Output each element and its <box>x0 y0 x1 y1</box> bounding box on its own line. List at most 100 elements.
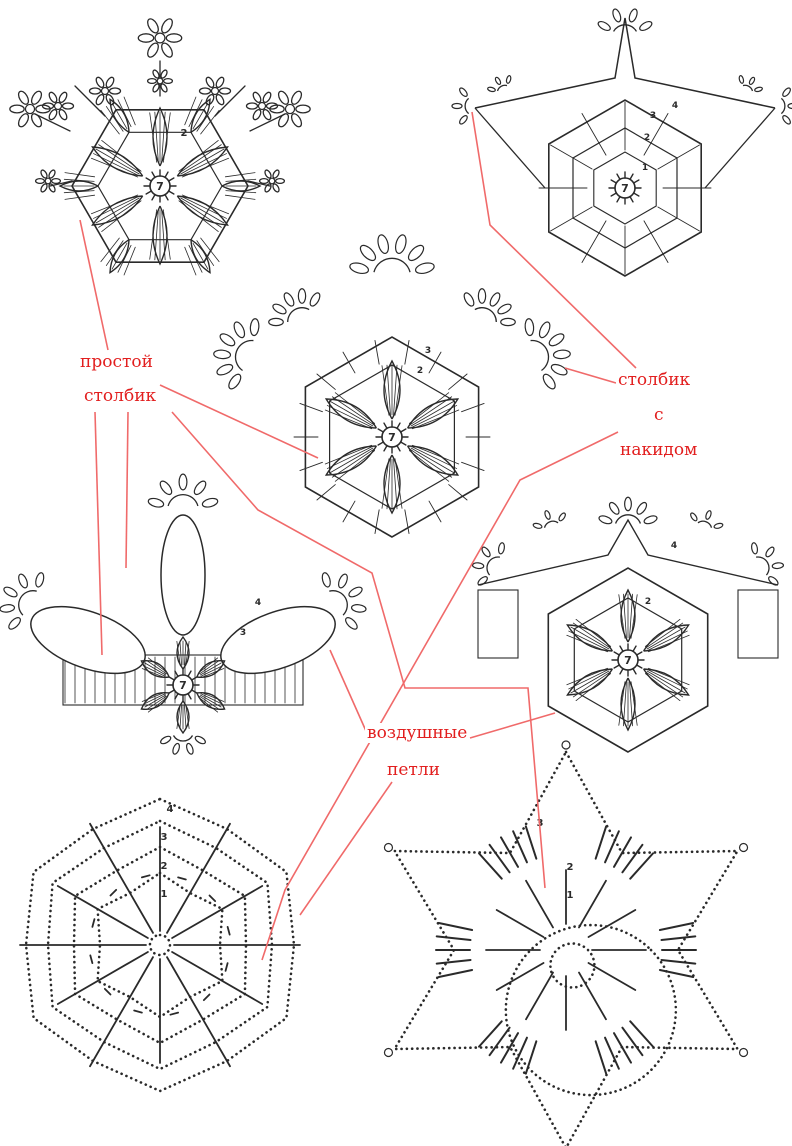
fan-arc <box>464 97 470 115</box>
label-double-crochet-2: с <box>652 405 666 425</box>
petal-stitch <box>141 668 165 678</box>
petal <box>140 660 170 678</box>
side-fan <box>321 572 367 630</box>
flower-center <box>24 103 36 115</box>
petal-stitch <box>224 194 256 200</box>
fan-petal <box>471 562 485 570</box>
flower-petal <box>147 42 159 58</box>
side-fan <box>471 542 505 586</box>
petal <box>620 588 636 643</box>
petal-stitch <box>411 444 460 465</box>
fan-arc <box>234 339 254 372</box>
dc-cross <box>140 874 151 879</box>
fan-arc <box>167 494 199 507</box>
flower-petal <box>41 102 55 110</box>
fan-petal <box>624 496 632 512</box>
snowflake-diagram-5: 742 <box>471 496 785 753</box>
petal-stitch <box>154 209 159 261</box>
fan-petal <box>18 573 29 589</box>
label-double-crochet-3: накидом <box>618 440 700 460</box>
center-stitch <box>168 676 176 681</box>
fan-petal <box>639 20 653 32</box>
center-stitch <box>632 645 637 653</box>
petal-stitch <box>105 106 124 132</box>
center-stitch <box>616 173 621 181</box>
fan-petal <box>359 244 377 262</box>
fan-arc <box>742 84 754 92</box>
dc-group <box>660 959 697 965</box>
row-number: 2 <box>161 861 168 872</box>
dc-spoke <box>525 971 554 1021</box>
fan-petal <box>782 87 791 97</box>
flower-petal <box>165 33 183 43</box>
petal-stitch <box>95 148 140 175</box>
fan-petal <box>548 333 565 347</box>
petal <box>196 692 226 710</box>
flower-petal <box>95 76 105 88</box>
center-stitch <box>164 171 169 179</box>
petal-stitch <box>329 400 374 427</box>
fan-arc <box>780 97 786 115</box>
side-fan <box>780 87 792 125</box>
radial-stitch <box>581 220 607 263</box>
petal-stitch <box>324 409 373 430</box>
fan-petal <box>500 317 516 327</box>
fan-petal <box>213 349 232 360</box>
flower-petal <box>290 113 303 128</box>
fan-petal <box>394 234 407 255</box>
dc-cross <box>169 1011 180 1016</box>
petal-stitch <box>117 244 132 273</box>
center-stitch <box>164 193 169 201</box>
petal-stitch <box>188 99 203 128</box>
fan-petal <box>538 321 551 339</box>
flower-petal <box>277 113 290 128</box>
snowflake-diagram-3: 732 <box>213 234 571 538</box>
petal-stitch <box>178 200 219 232</box>
petal-stitch <box>381 458 390 509</box>
dc-spoke <box>525 879 554 929</box>
flower-petal <box>48 109 58 121</box>
petal-stitch <box>98 199 141 228</box>
fan-petal <box>771 562 785 570</box>
fan-arc <box>18 590 37 616</box>
petal-stitch <box>180 148 225 175</box>
fan-petal <box>297 288 307 304</box>
dc-group <box>658 968 695 979</box>
petal-stitch <box>646 670 686 694</box>
center-number: 7 <box>388 431 396 444</box>
flower-petal <box>272 169 280 179</box>
petal-stitch <box>225 190 257 194</box>
petal <box>383 454 401 515</box>
fan-petal <box>524 318 535 337</box>
flower-petal <box>160 83 168 93</box>
flower-petal <box>215 94 225 106</box>
center-stitch <box>629 173 634 181</box>
fan-petal <box>309 292 321 307</box>
petal-stitch <box>111 102 128 130</box>
petal-stitch <box>98 144 141 173</box>
dc-spoke <box>587 962 637 991</box>
petal-stitch <box>199 662 222 676</box>
petal <box>152 205 168 266</box>
center-number: 7 <box>179 679 187 692</box>
petal-stitch <box>199 694 222 708</box>
fan-petal <box>497 542 505 555</box>
petal-stitch <box>394 365 403 416</box>
flower-petal <box>58 91 68 103</box>
fan-arc <box>172 735 194 742</box>
chain-round <box>24 797 296 1093</box>
fan-petal <box>3 586 18 598</box>
outer-petal <box>109 98 130 133</box>
fan-petal <box>8 617 21 630</box>
dc-group <box>524 825 538 860</box>
fan-petal <box>185 742 194 755</box>
center-stitch <box>377 441 385 446</box>
center-stitch <box>619 667 624 675</box>
dc-group <box>435 935 472 941</box>
flower-petal <box>161 18 173 34</box>
flower-petal <box>262 91 272 103</box>
label-single-crochet-1: простой <box>78 352 155 372</box>
petal-stitch <box>154 111 159 163</box>
center-stitch <box>377 428 385 433</box>
